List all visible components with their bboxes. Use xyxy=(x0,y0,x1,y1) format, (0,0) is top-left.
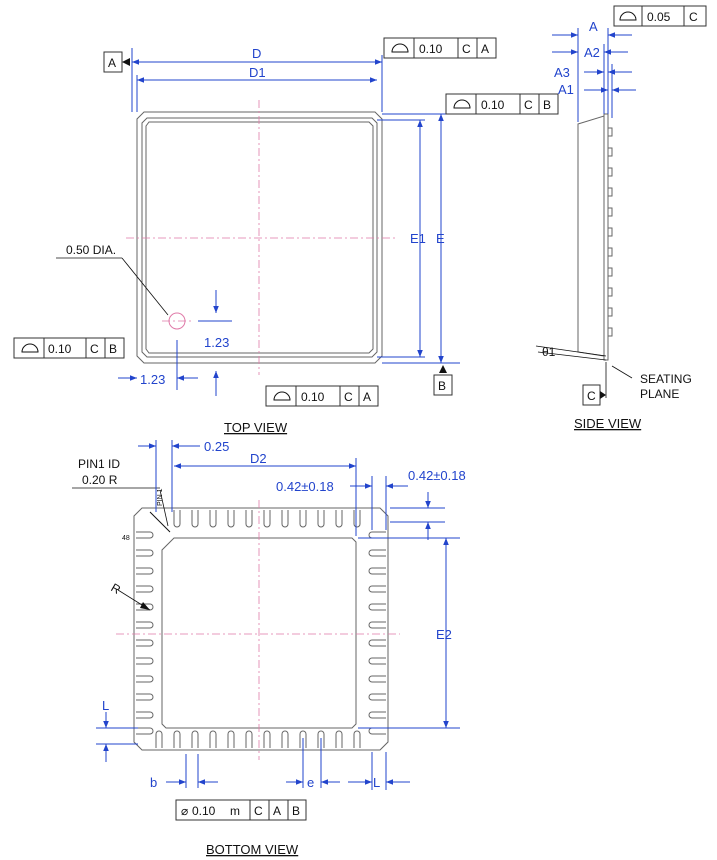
svg-text:0.10: 0.10 xyxy=(419,42,443,56)
dim-b: b xyxy=(150,775,157,790)
pin1-marker-label: PIN 1 xyxy=(157,488,164,506)
svg-text:B: B xyxy=(543,98,551,112)
side-view-title: SIDE VIEW xyxy=(574,416,642,431)
svg-text:C: C xyxy=(689,10,698,24)
hole-diameter-label: 0.50 DIA. xyxy=(66,243,116,257)
tolerance-frame-flatness: 0.05 C xyxy=(613,5,707,27)
svg-text:B: B xyxy=(109,342,117,356)
svg-text:A: A xyxy=(481,42,489,56)
svg-text:m: m xyxy=(230,804,240,818)
bottom-leads-bottom xyxy=(155,730,361,748)
tolerance-frame-left: 0.10 C B xyxy=(13,337,125,359)
dim-e: E xyxy=(436,231,445,246)
datum-c: C xyxy=(587,389,596,403)
pin1-id-label: PIN1 ID xyxy=(78,457,120,471)
svg-text:C: C xyxy=(344,390,353,404)
side-leads xyxy=(607,127,613,337)
svg-text:C: C xyxy=(90,342,99,356)
datum-b: B xyxy=(438,379,446,393)
tolerance-frame-position: ⌀ 0.10 m C A B xyxy=(175,799,307,821)
dim-l-bottom: L xyxy=(373,775,380,790)
lead-position-y: 0.42±0.18 xyxy=(408,468,466,483)
svg-text:B: B xyxy=(292,804,300,818)
svg-text:0.10: 0.10 xyxy=(481,98,505,112)
bottom-view-title: BOTTOM VIEW xyxy=(206,842,299,857)
bottom-leads-left xyxy=(136,531,154,735)
svg-text:0.05: 0.05 xyxy=(647,10,671,24)
offset-y-label: 1.23 xyxy=(204,335,229,350)
dim-d2: D2 xyxy=(250,451,267,466)
dim-a1: A1 xyxy=(558,82,574,97)
dim-e2: E2 xyxy=(436,627,452,642)
dim-l-side: L xyxy=(102,698,109,713)
pin1-radius-label: 0.20 R xyxy=(82,473,118,487)
dim-e1: E1 xyxy=(410,231,426,246)
bottom-leads-top xyxy=(173,510,361,528)
angle-theta1: θ1 xyxy=(542,345,556,359)
seating-label: SEATING xyxy=(640,372,692,386)
radius-label: R xyxy=(109,580,124,597)
dim-e-pitch: e xyxy=(307,775,314,790)
svg-text:0.10: 0.10 xyxy=(192,804,216,818)
svg-text:C: C xyxy=(524,98,533,112)
exposed-pad xyxy=(161,537,357,729)
svg-text:C: C xyxy=(462,42,471,56)
dim-a2: A2 xyxy=(584,45,600,60)
svg-text:⌀: ⌀ xyxy=(181,804,188,818)
dim-d1: D1 xyxy=(249,65,266,80)
offset-x-label: 1.23 xyxy=(140,372,165,387)
plane-label: PLANE xyxy=(640,387,679,401)
svg-text:0.10: 0.10 xyxy=(301,390,325,404)
lead-position-x: 0.42±0.18 xyxy=(276,479,334,494)
datum-a: A xyxy=(108,56,116,70)
bottom-view: PIN1 ID 0.20 R PIN 1 48 xyxy=(72,439,466,857)
dim-a: A xyxy=(589,19,598,34)
pin-number-48: 48 xyxy=(122,535,130,542)
svg-text:A: A xyxy=(363,390,371,404)
tolerance-frame-top-d: 0.10 C A xyxy=(383,37,497,59)
top-view: 0.50 DIA. D D1 E1 E 1.23 1.23 A B xyxy=(13,37,559,435)
offset-label: 0.25 xyxy=(204,439,229,454)
svg-text:C: C xyxy=(254,804,263,818)
dim-d: D xyxy=(252,46,261,61)
top-view-title: TOP VIEW xyxy=(224,420,288,435)
svg-text:0.10: 0.10 xyxy=(48,342,72,356)
bottom-leads-right xyxy=(368,531,386,735)
svg-text:A: A xyxy=(273,804,281,818)
tolerance-frame-top-e: 0.10 C B xyxy=(445,93,559,115)
tolerance-frame-bottom: 0.10 C A xyxy=(265,385,379,407)
side-view: A A2 A3 A1 0.05 C θ1 C SEATING PLANE SI xyxy=(535,5,707,431)
dim-a3: A3 xyxy=(554,65,570,80)
